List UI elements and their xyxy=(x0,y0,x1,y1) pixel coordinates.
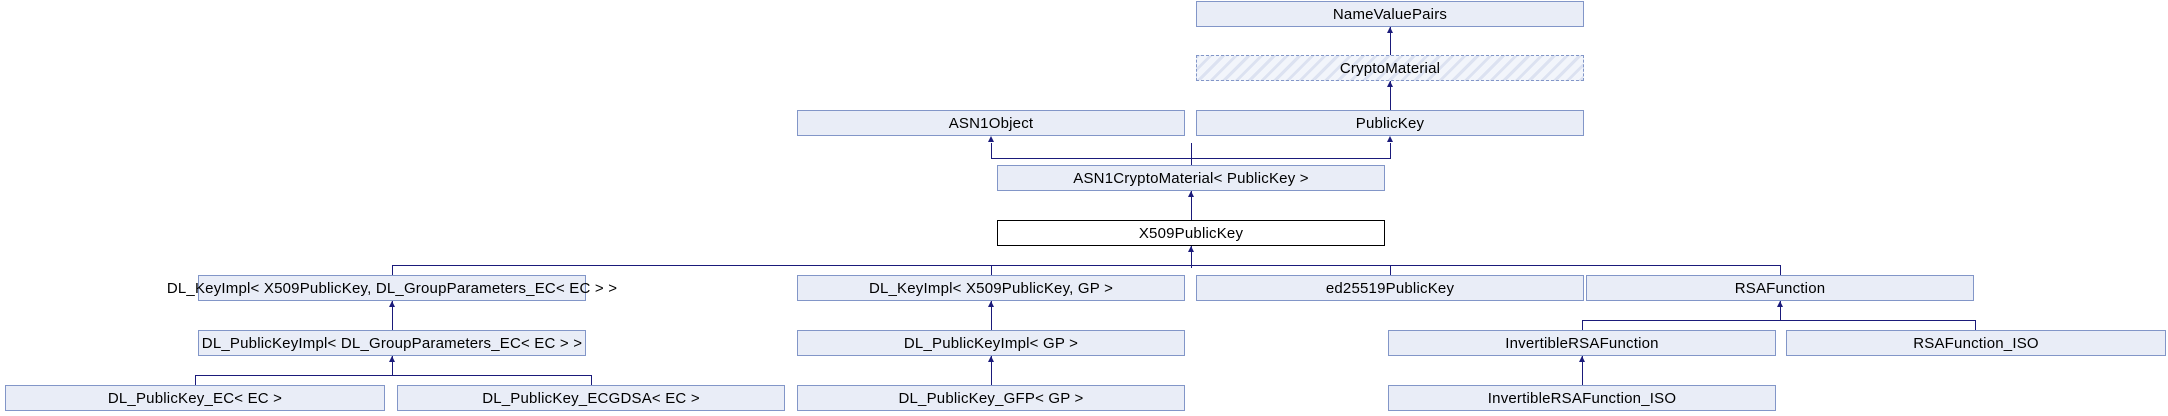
arrow-irsa xyxy=(1579,356,1585,362)
node-x509-public-key[interactable]: X509PublicKey xyxy=(997,220,1385,246)
connector-rsa-down-stub xyxy=(1780,301,1781,320)
node-label: RSAFunction_ISO xyxy=(1913,334,2039,352)
connector-rsa-bus xyxy=(1582,320,1976,321)
arrow-rsa xyxy=(1777,301,1783,307)
node-invertible-rsa-function[interactable]: InvertibleRSAFunction xyxy=(1388,330,1776,356)
connector-acm-bus-right xyxy=(1390,143,1391,158)
node-label: RSAFunction xyxy=(1734,279,1826,297)
node-label: ASN1CryptoMaterial< PublicKey > xyxy=(1073,169,1309,187)
arrow-pkimpl-gp xyxy=(988,356,994,362)
node-label: PublicKey xyxy=(1355,114,1425,132)
connector-dlpki-ec-to-keyimpl xyxy=(392,301,393,330)
connector-x509-down-stub xyxy=(1191,246,1192,268)
connector-row4-bus xyxy=(392,265,1781,266)
node-label: NameValuePairs xyxy=(1332,5,1448,23)
arrow-asn1obj xyxy=(988,136,994,142)
node-dl-publickey-ecgdsa[interactable]: DL_PublicKey_ECGDSA< EC > xyxy=(397,385,785,411)
connector-gfp-to-gpimpl xyxy=(991,356,992,385)
node-label: DL_PublicKeyImpl< GP > xyxy=(903,334,1079,352)
node-asn1-crypto-material-publickey[interactable]: ASN1CryptoMaterial< PublicKey > xyxy=(997,165,1385,191)
connector-row4-bus-a xyxy=(392,265,393,275)
node-dl-publickey-ec[interactable]: DL_PublicKey_EC< EC > xyxy=(5,385,385,411)
node-crypto-material[interactable]: CryptoMaterial xyxy=(1196,55,1584,81)
connector-ec-bus xyxy=(195,375,592,376)
node-dl-publickey-gfp[interactable]: DL_PublicKey_GFP< GP > xyxy=(797,385,1185,411)
node-label: DL_PublicKey_EC< EC > xyxy=(107,389,283,407)
connector-rsa-bus-left xyxy=(1582,320,1583,330)
node-dl-keyimpl-x509-gpec[interactable]: DL_KeyImpl< X509PublicKey, DL_GroupParam… xyxy=(167,275,617,301)
node-label: DL_KeyImpl< X509PublicKey, DL_GroupParam… xyxy=(166,279,618,297)
arrow-pkimpl-ec xyxy=(389,356,395,362)
node-label: X509PublicKey xyxy=(1138,224,1244,242)
node-ed25519-public-key[interactable]: ed25519PublicKey xyxy=(1196,275,1584,301)
node-name-value-pairs[interactable]: NameValuePairs xyxy=(1196,1,1584,27)
node-asn1-object[interactable]: ASN1Object xyxy=(797,110,1185,136)
node-label: DL_KeyImpl< X509PublicKey, GP > xyxy=(868,279,1114,297)
arrow-keyimpl-gp xyxy=(988,301,994,307)
node-rsa-function[interactable]: RSAFunction xyxy=(1586,275,1974,301)
connector-acm-up-stub xyxy=(1191,143,1192,165)
connector-acm-bus-left xyxy=(991,143,992,158)
connector-rsa-bus-right xyxy=(1975,320,1976,330)
connector-row4-bus-c xyxy=(1390,265,1391,275)
connector-dlpki-gp-to-keyimpl xyxy=(991,301,992,330)
connector-row4-bus-b xyxy=(991,265,992,275)
node-rsa-function-iso[interactable]: RSAFunction_ISO xyxy=(1786,330,2166,356)
node-label: ed25519PublicKey xyxy=(1325,279,1455,297)
arrow-cm xyxy=(1387,81,1393,87)
node-label: InvertibleRSAFunction xyxy=(1505,334,1659,352)
connector-row4-bus-d xyxy=(1780,265,1781,275)
arrow-keyimpl-ec xyxy=(389,301,395,307)
connector-ecimpl-down-stub xyxy=(392,356,393,375)
arrow-pubkey xyxy=(1387,136,1393,142)
node-dl-publickeyimpl-gpec[interactable]: DL_PublicKeyImpl< DL_GroupParameters_EC<… xyxy=(198,330,586,356)
connector-ec-bus-right xyxy=(591,375,592,385)
connector-ec-bus-left xyxy=(195,375,196,385)
arrow-acm xyxy=(1188,191,1194,197)
node-dl-publickeyimpl-gp[interactable]: DL_PublicKeyImpl< GP > xyxy=(797,330,1185,356)
connector-pk-to-cm xyxy=(1390,81,1391,110)
node-dl-keyimpl-x509-gp[interactable]: DL_KeyImpl< X509PublicKey, GP > xyxy=(797,275,1185,301)
node-label: DL_PublicKey_GFP< GP > xyxy=(898,389,1084,407)
node-label: DL_PublicKey_ECGDSA< EC > xyxy=(482,389,700,407)
node-label: DL_PublicKeyImpl< DL_GroupParameters_EC<… xyxy=(201,334,583,352)
connector-cm-to-nvp xyxy=(1390,27,1391,55)
connector-irsaiso-to-irsa xyxy=(1582,356,1583,385)
connector-x509-to-acm xyxy=(1191,191,1192,220)
arrow-nvp xyxy=(1387,27,1393,33)
arrow-x509 xyxy=(1188,246,1194,252)
node-label: CryptoMaterial xyxy=(1339,59,1441,77)
node-public-key[interactable]: PublicKey xyxy=(1196,110,1584,136)
node-invertible-rsa-function-iso[interactable]: InvertibleRSAFunction_ISO xyxy=(1388,385,1776,411)
node-label: InvertibleRSAFunction_ISO xyxy=(1487,389,1677,407)
node-label: ASN1Object xyxy=(948,114,1034,132)
